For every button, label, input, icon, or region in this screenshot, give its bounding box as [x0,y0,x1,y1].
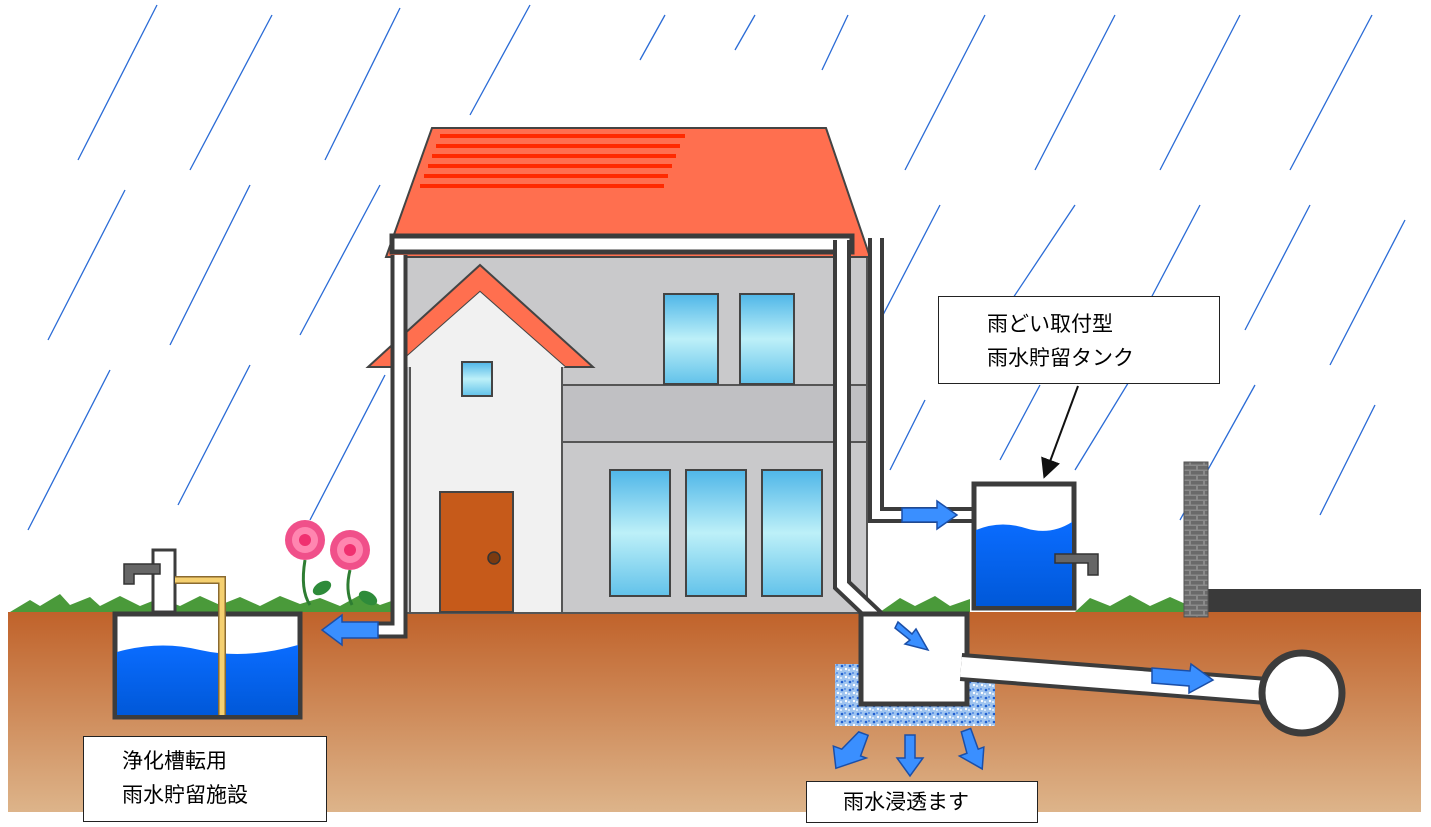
infiltration-basin [835,611,995,726]
septic-storage-tank [112,548,303,720]
window [739,293,795,385]
brick-wall [1183,461,1209,618]
pointer-arrow [1041,385,1079,479]
window [461,361,493,397]
gutter-tank-label-line1: 雨どい取付型 [987,312,1113,336]
roof [384,127,872,258]
window [663,293,719,385]
gutter [389,233,855,255]
window [609,469,671,597]
septic-tank-label: 浄化槽転用 雨水貯留施設 [83,736,327,822]
door-knob [487,551,501,565]
door [439,491,514,613]
pavement [1207,589,1421,612]
infiltration-label-line1: 雨水浸透ます [843,790,969,814]
window [685,469,747,597]
outflow-pipe [959,649,1346,737]
grass [10,594,400,612]
flower-icon [285,520,378,606]
gutter-tank-label-line2: 雨水貯留タンク [987,346,1134,370]
roof-stripes [420,134,685,188]
infiltration-label: 雨水浸透ます [806,781,1038,823]
rain-icon [27,4,1406,531]
sewer-main [1258,649,1346,737]
rain-storage-tank [971,481,1099,611]
gutter-tank-label: 雨どい取付型 雨水貯留タンク [938,296,1220,384]
septic-tank-label-line2: 雨水貯留施設 [122,783,248,807]
flow-arrow-icon [320,499,1215,778]
septic-tank-label-line1: 浄化槽転用 [122,749,227,773]
window [761,469,823,597]
faucet-icon [123,563,161,585]
faucet-icon [1054,553,1099,576]
